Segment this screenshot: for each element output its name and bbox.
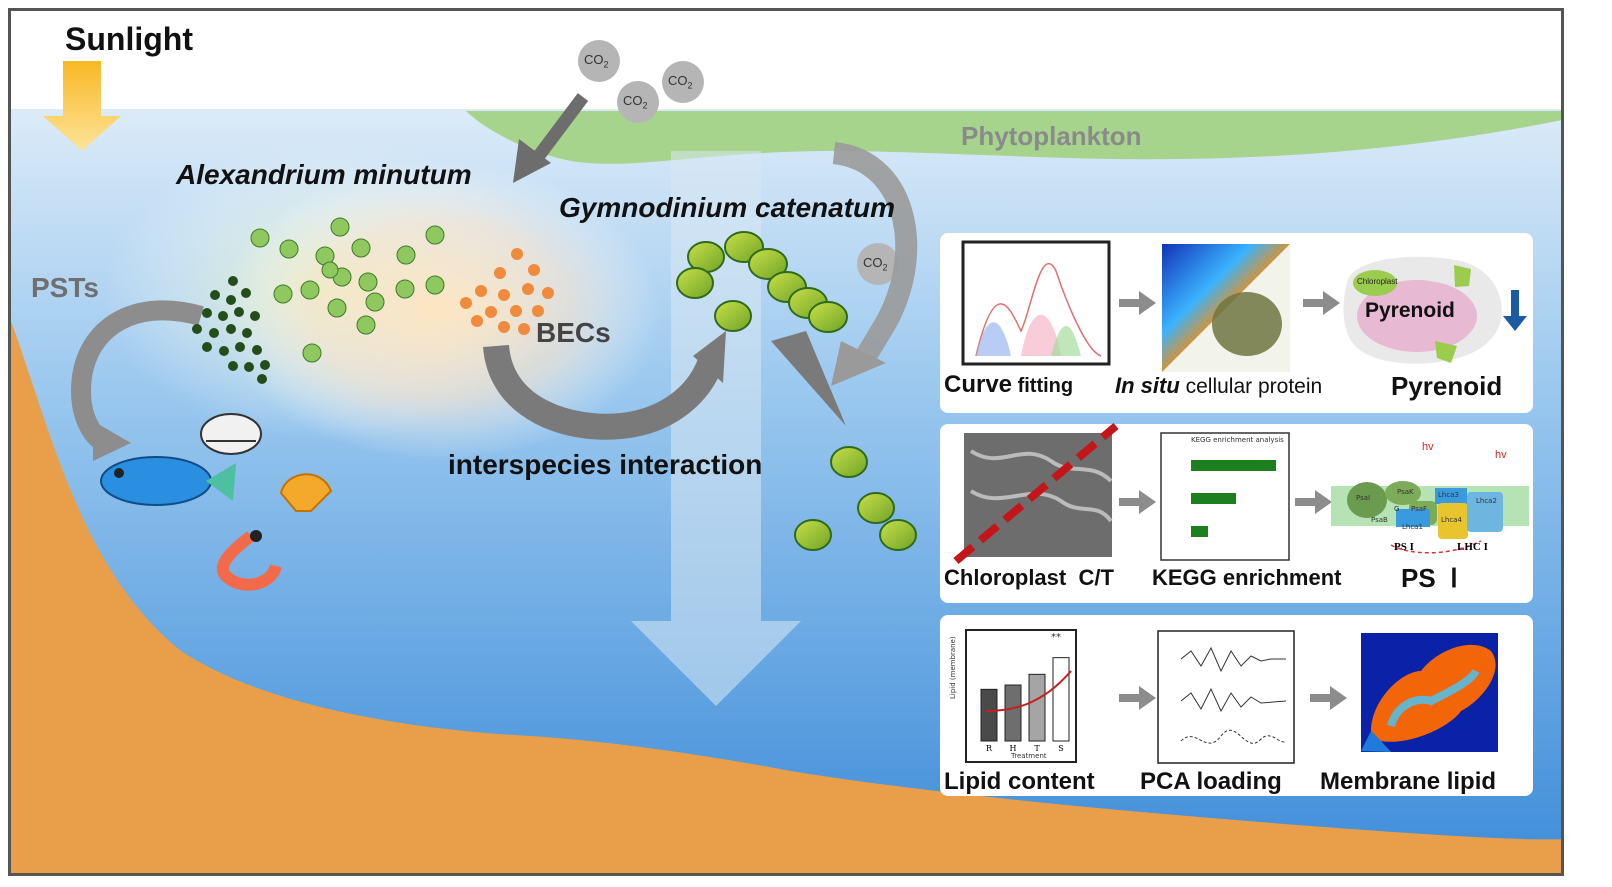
pst-dots [192,276,270,384]
protein-lhca3: Lhca3 [1438,491,1459,499]
protein-psai: PsaI [1356,494,1371,502]
becs-label: BECs [536,317,611,348]
caption-curve-fitting: Curve fitting [944,371,1074,398]
lipid-trend-line [985,670,1072,712]
lipid-bar-T [1028,673,1046,742]
hv-label-1: hv [1422,441,1434,453]
lipid-bar-R [980,688,998,742]
protein-lhca2: Lhca2 [1476,497,1497,505]
protein-psab: PsaB [1371,516,1388,524]
phytoplankton-label: Phytoplankton [961,121,1142,151]
sunlight-arrow [43,61,121,151]
bar-ylabel: Lipid (membrane) [949,636,957,699]
scallop [279,473,333,512]
psts-label: PSTs [31,272,99,303]
co2-label-4: CO2 [863,255,888,273]
caption-pca-loading: PCA loading [1140,768,1282,795]
panel-1 [940,233,1533,413]
bec-particles [460,248,554,335]
interaction-label: interspecies interaction [448,449,763,480]
caption-ps-i: PS Ⅰ [1401,563,1458,593]
caption-membrane-lipid: Membrane lipid [1320,768,1497,795]
hv-label-2: hv [1495,449,1507,461]
figure-frame: R H T S Sunlight CO2 CO2 CO2 CO2 Phytoplank… [8,8,1564,876]
phytoplankton-layer [466,111,1561,164]
gymnodinium-chain [676,231,917,551]
caption-in-situ: In situ cellular protein [1115,373,1323,398]
protein-psak: PsaK [1397,488,1414,496]
protein-g: G [1394,505,1400,513]
caption-pyrenoid: Pyrenoid [1391,371,1503,401]
protein-lhca1: Lhca1 [1402,523,1423,531]
alexandrium-label: Alexandrium minutum [176,159,472,190]
co2-label-2: CO2 [623,93,648,111]
caption-chloroplast-ct: Chloroplast C/T [944,565,1114,590]
seabed [11,321,1561,873]
co2-bubbles [578,40,899,285]
lipid-bar-tick-R: R [986,744,993,753]
caption-kegg: KEGG enrichment [1152,565,1342,590]
lipid-bar-tick-S: S [1058,744,1063,753]
pyrenoid-label: Pyrenoid [1365,299,1455,322]
caption-lipid-content: Lipid content [944,768,1095,795]
gymnodinium-label: Gymnodinium catenatum [559,192,896,223]
lipid-bar-H [1004,684,1022,742]
sinking-arrow [631,151,801,706]
panel-2 [940,422,1533,603]
co2-label-3: CO2 [668,73,693,91]
alexandrium-cells [250,217,445,363]
sunlight-label: Sunlight [65,21,193,57]
clam [200,413,262,455]
lipid-bar-tick-H: H [1010,744,1017,753]
lhci-label: LHC I [1457,541,1488,553]
lipid-bar-tick-T: T [1034,744,1040,753]
co2-label-1: CO2 [584,52,609,70]
chloroplast-label: Chloroplast [1357,277,1398,286]
psi-label: PS I [1394,541,1414,553]
lipid-bar-S [1052,657,1070,742]
kegg-plot-title: KEGG enrichment analysis [1191,436,1284,444]
shrimp [216,530,282,591]
pufferfish [100,456,236,506]
protein-psaf: PsaF [1411,505,1428,513]
bar-significance: ** [1051,632,1061,643]
bar-xlabel: Treatment [1011,752,1047,760]
down-wedge [771,331,846,426]
protein-lhca4: Lhca4 [1441,516,1462,524]
